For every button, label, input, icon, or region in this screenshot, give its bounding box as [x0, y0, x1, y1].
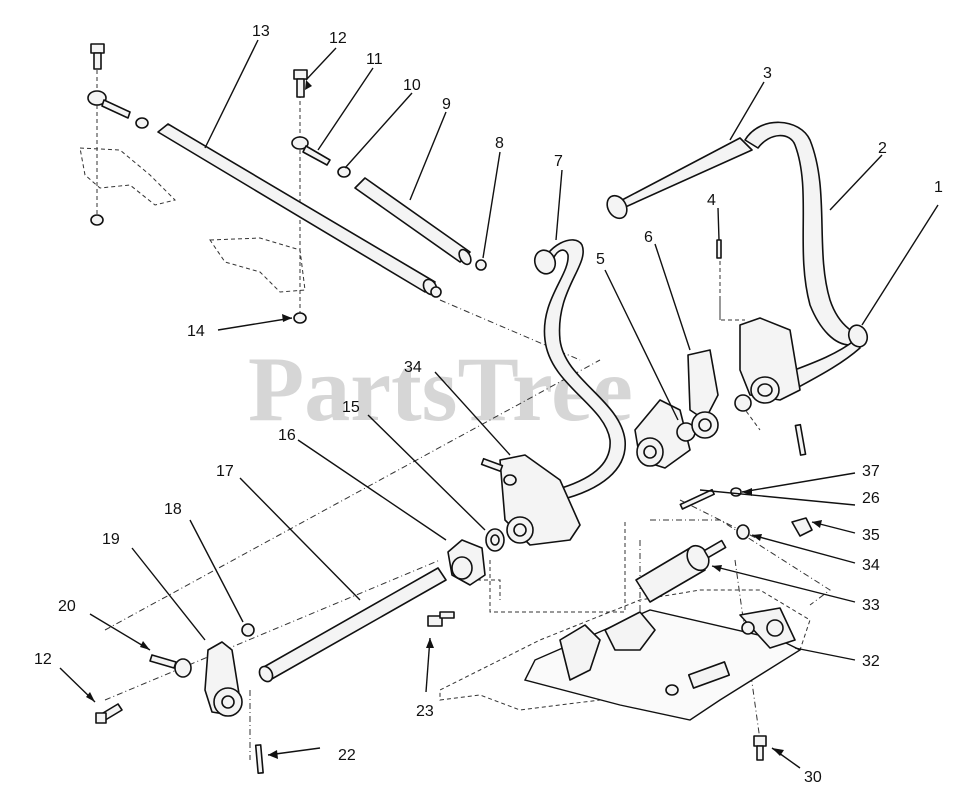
washer-bushing — [447, 528, 505, 586]
callout-4: 4 — [707, 192, 716, 209]
callout-34-lower: 34 — [862, 557, 880, 574]
callout-2: 2 — [878, 140, 887, 157]
callout-7: 7 — [554, 153, 563, 170]
callout-14: 14 — [187, 323, 205, 340]
shaft-17 — [258, 567, 447, 683]
callout-26: 26 — [862, 490, 880, 507]
bolt-30 — [753, 735, 767, 761]
callout-34-upper: 34 — [404, 359, 422, 376]
callout-9: 9 — [442, 96, 451, 113]
callout-30: 30 — [804, 769, 822, 786]
callout-8: 8 — [495, 135, 504, 152]
callout-35: 35 — [862, 527, 880, 544]
callout-23: 23 — [416, 703, 434, 720]
callout-3: 3 — [763, 65, 772, 82]
construction-lines — [96, 70, 831, 760]
arm-5-6 — [634, 349, 719, 469]
callout-22: 22 — [338, 747, 356, 764]
rod-13 — [157, 123, 442, 298]
callout-5: 5 — [596, 251, 605, 268]
callout-32: 32 — [862, 653, 880, 670]
callout-12-top: 12 — [329, 30, 347, 47]
leader-lines — [59, 39, 939, 769]
upper-left-bracket — [79, 43, 176, 226]
callout-6: 6 — [644, 229, 653, 246]
callout-37: 37 — [862, 463, 880, 480]
callout-20: 20 — [58, 598, 76, 615]
callout-10: 10 — [403, 77, 421, 94]
callout-16: 16 — [278, 427, 296, 444]
callout-13: 13 — [252, 23, 270, 40]
callout-19: 19 — [102, 531, 120, 548]
pivot-bracket-34 — [480, 454, 581, 546]
callout-11: 11 — [366, 51, 383, 68]
lever-19 — [95, 611, 455, 775]
rod-9 — [354, 177, 487, 271]
callout-18: 18 — [164, 501, 182, 518]
callout-labels: 1 2 3 4 5 6 7 8 9 10 11 12 13 14 34 15 1… — [34, 23, 943, 786]
pin-4 — [716, 239, 722, 259]
cylinder-33 — [635, 487, 813, 603]
eye-bolt-11 — [209, 69, 351, 324]
leader-arrowheads — [86, 80, 822, 759]
pivot-bracket-right — [734, 317, 807, 456]
callout-1: 1 — [934, 179, 943, 196]
callout-12-lower: 12 — [34, 651, 52, 668]
callout-15: 15 — [342, 399, 360, 416]
base-frame-32 — [439, 589, 811, 721]
callout-17: 17 — [216, 463, 234, 480]
handle-grip-3 — [606, 137, 753, 220]
callout-33: 33 — [862, 597, 880, 614]
